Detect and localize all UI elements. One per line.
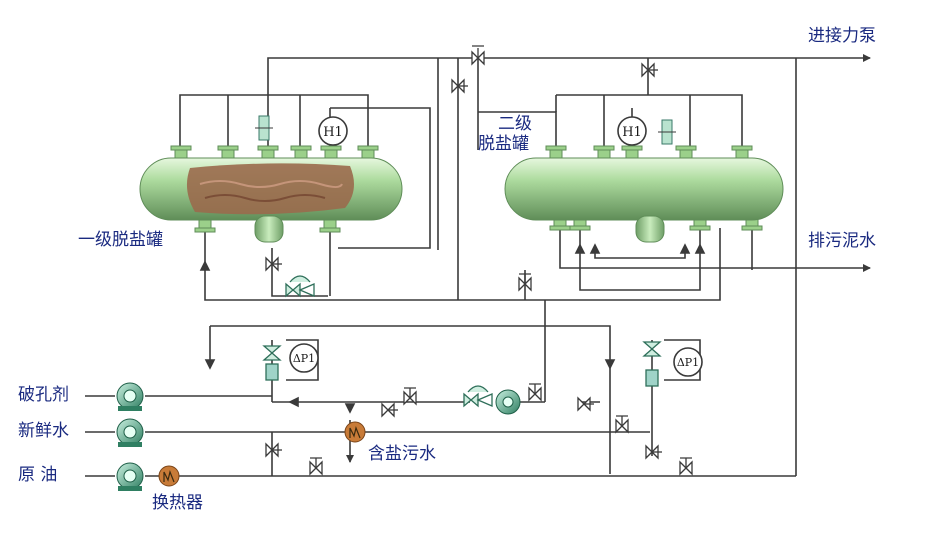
- level-indicator-1: H1: [318, 116, 348, 146]
- pump-wash-water: [495, 389, 521, 415]
- pump-demulsifier: [116, 382, 144, 411]
- pipe-to-feed-pump: [267, 54, 871, 152]
- dp-indicator-2-label: ΔP1: [677, 356, 699, 369]
- label-stage1: 一级脱盐罐: [78, 230, 163, 250]
- emulsion-layer: [186, 163, 354, 215]
- control-valve-icon: [262, 345, 282, 381]
- stage2-tank: [504, 119, 784, 243]
- label-fresh-water: 新鲜水: [18, 421, 69, 441]
- label-crude-oil: 原 油: [18, 465, 58, 485]
- pipe-stage1-top-manifold: [179, 94, 369, 152]
- gate-valve-icon: [615, 415, 629, 434]
- flow-arrows: [199, 243, 706, 414]
- gate-valve-icon: [309, 457, 323, 476]
- label-demulsifier: 破孔剂: [18, 385, 69, 405]
- pipe-level-loop-1: [330, 107, 431, 249]
- dp-indicator-1: ΔP1: [289, 343, 319, 373]
- gate-valve-icon: [645, 444, 662, 460]
- control-valve-icon: [642, 341, 662, 387]
- label-sludge-out: 排污泥水: [808, 231, 876, 251]
- salty-water-exchanger-icon: [344, 421, 366, 443]
- label-stage2-line2: 脱盐罐: [478, 134, 529, 154]
- stage1-tank: [139, 115, 403, 243]
- pump-fresh-water: [116, 418, 144, 447]
- level-indicator-2-label: H1: [622, 125, 642, 140]
- dp-indicator-2: ΔP1: [673, 347, 703, 377]
- gate-valve-icon: [403, 387, 417, 406]
- valves: [262, 45, 693, 476]
- label-salty-wastewater: 含盐污水: [368, 444, 436, 464]
- gate-valve-icon: [451, 78, 468, 94]
- gate-valve-icon: [471, 45, 485, 66]
- gate-valve-icon: [641, 62, 658, 78]
- gate-valve-icon: [528, 383, 542, 402]
- gate-valve-icon: [518, 273, 532, 292]
- gate-valve-icon: [679, 457, 693, 476]
- label-stage2-line1: 二级: [498, 114, 532, 134]
- gate-valve-icon: [265, 442, 282, 458]
- control-valve-icon: [285, 275, 315, 298]
- level-indicator-2: H1: [617, 116, 647, 146]
- level-indicator-1-label: H1: [323, 125, 343, 140]
- label-to-feed-pump: 进接力泵: [808, 26, 876, 46]
- gate-valve-icon: [381, 402, 398, 418]
- gate-valve-icon: [577, 396, 594, 412]
- pipe-sludge-out: [559, 228, 871, 272]
- label-heat-exchanger: 换热器: [152, 493, 203, 513]
- dp-indicator-1-label: ΔP1: [293, 352, 315, 365]
- heat-exchanger-icon: [158, 465, 180, 487]
- pump-crude-oil: [116, 462, 144, 491]
- control-valve-icon: [463, 385, 493, 408]
- piping: [85, 54, 871, 477]
- gate-valve-icon: [265, 256, 282, 272]
